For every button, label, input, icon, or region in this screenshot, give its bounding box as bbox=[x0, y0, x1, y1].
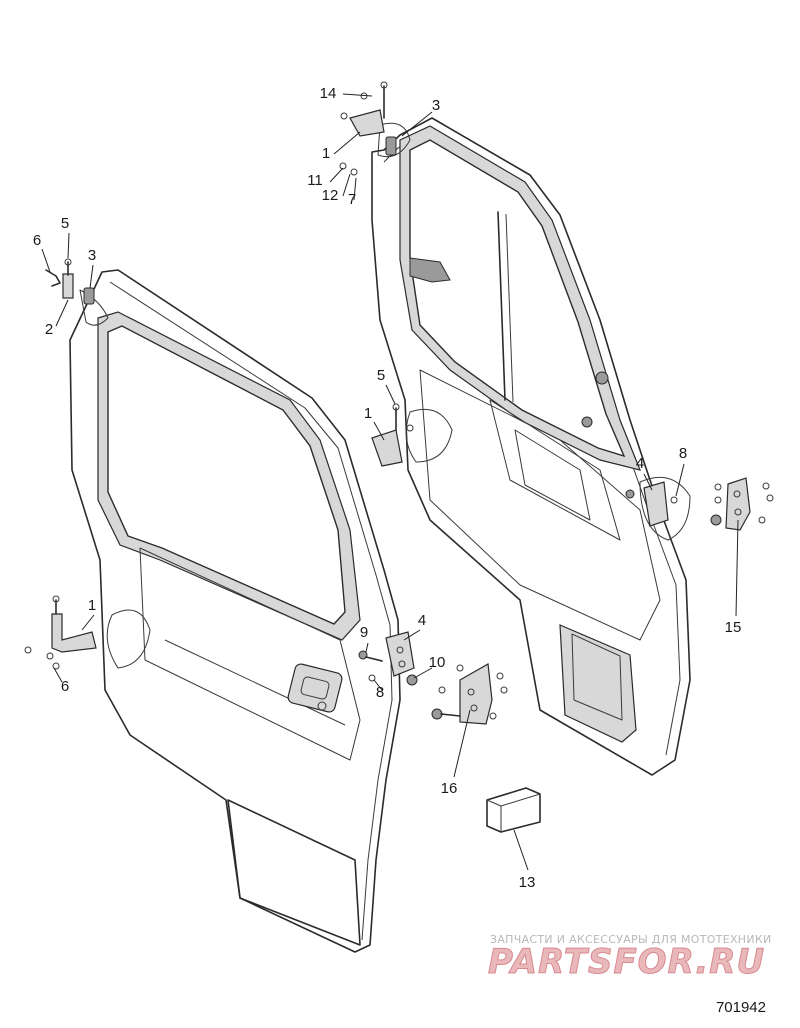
watermark-brand: PARTSFOR.RU bbox=[487, 942, 766, 983]
callout-c10: 10 bbox=[429, 654, 446, 671]
callout-c11: 11 bbox=[307, 172, 323, 189]
callout-c8a: 8 bbox=[679, 445, 687, 462]
callout-c7: 7 bbox=[348, 191, 356, 208]
callout-c1c: 1 bbox=[88, 597, 96, 614]
callout-c13: 13 bbox=[519, 874, 536, 891]
callout-c1b: 1 bbox=[364, 405, 372, 422]
right-door-shell bbox=[371, 117, 691, 776]
callout-c2: 2 bbox=[45, 321, 53, 338]
callout-c4a: 4 bbox=[636, 455, 644, 472]
callout-c3b: 3 bbox=[88, 247, 96, 264]
callout-c5a: 5 bbox=[61, 215, 69, 232]
left-door-shell bbox=[69, 269, 401, 953]
right-door-window-glass bbox=[409, 139, 626, 458]
callout-c6a: 6 bbox=[33, 232, 41, 249]
callout-c8b: 8 bbox=[376, 684, 384, 701]
right-door bbox=[371, 117, 691, 776]
right-lower-hinge bbox=[371, 403, 414, 467]
left-door-window-glass bbox=[107, 325, 346, 625]
right-striker-assembly bbox=[625, 481, 678, 527]
callout-c12: 12 bbox=[322, 187, 339, 204]
part-13-box bbox=[486, 787, 541, 833]
right-door-storage-pocket bbox=[559, 624, 637, 743]
bracket-15 bbox=[710, 477, 774, 531]
left-door bbox=[69, 269, 401, 953]
callout-c6b: 6 bbox=[61, 678, 69, 695]
left-upper-hinge bbox=[45, 258, 95, 305]
callout-c4b: 4 bbox=[418, 612, 426, 629]
right-latch-cutout bbox=[639, 476, 691, 541]
right-hinge-cutout-middle bbox=[405, 408, 453, 463]
watermark-caption: ЗАПЧАСТИ И АКСЕССУАРЫ ДЛЯ МОТОТЕХНИКИ bbox=[490, 933, 772, 946]
callout-c1a: 1 bbox=[322, 145, 330, 162]
callout-c16: 16 bbox=[441, 780, 458, 797]
leader-lines bbox=[41, 93, 739, 871]
right-door-inner-latch bbox=[409, 257, 451, 283]
left-lower-hinge bbox=[24, 595, 97, 670]
left-hinge-cutout-lower bbox=[106, 609, 151, 669]
callout-c14: 14 bbox=[320, 85, 337, 102]
left-door-handle-pocket bbox=[287, 663, 343, 713]
right-hinge-cutout-upper bbox=[377, 122, 411, 158]
callout-c3a: 3 bbox=[432, 97, 440, 114]
callout-c9: 9 bbox=[360, 624, 368, 641]
left-striker-assembly bbox=[358, 631, 418, 686]
right-upper-hinge bbox=[339, 81, 397, 176]
callout-c15: 15 bbox=[725, 619, 742, 636]
bracket-16 bbox=[431, 663, 508, 725]
figure-number: 701942 bbox=[715, 999, 766, 1016]
callout-c5b: 5 bbox=[377, 367, 385, 384]
